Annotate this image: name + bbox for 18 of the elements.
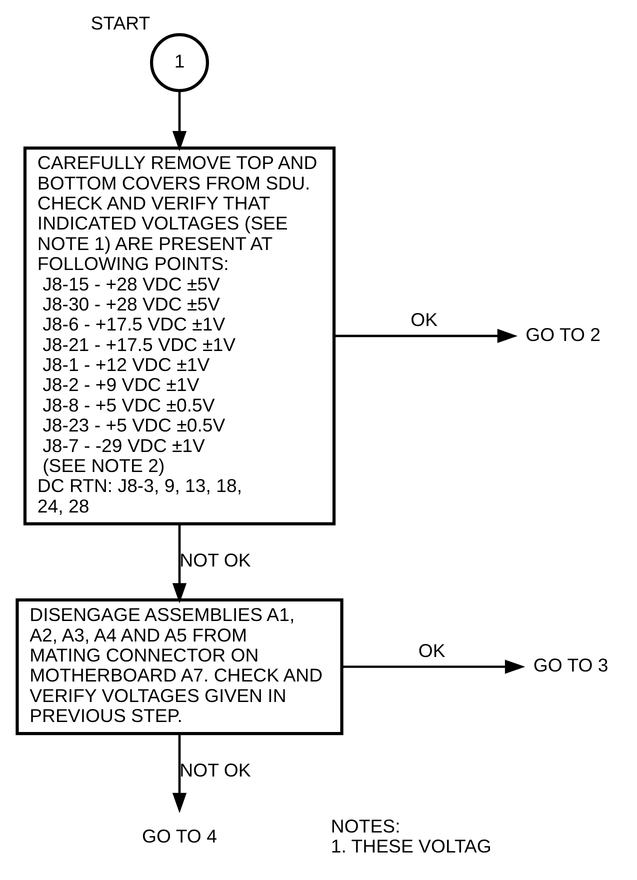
edge-label: OK [418,640,446,661]
edge-label: NOT OK [180,550,251,571]
arrow [172,524,187,604]
node-text: GO TO 4 [142,825,217,846]
node-circle: 1 [150,33,210,92]
edge-label: NOT OK [180,759,251,780]
edge-label: OK [410,309,438,330]
arrow [172,90,187,152]
arrow [172,734,187,814]
node-label: START [90,12,150,34]
node-box: CAREFULLY REMOVE TOP AND BOTTOM COVERS FROM SDU. CHECK AND VERIFY THAT INDICATED VOLTAGES (SEE NOTE 1) ARE PRESENT AT FOLLOWING POINTS: J8-15 - +28 VDC ±5V J8-30 - +28 VDC ±5V J8-6 - +17.5 VDC ±1V J8-21 - +17.5 VDC ±1V J8-1 - +12 VDC ±1V J8-2 - +9 VDC ±1V J8-8 - +5 VDC ±0.5V J8-23 - +5 VDC ±0.5V J8-7 - -29 VDC ±1V (SEE NOTE 2) DC RTN: J8-3, 9, 13, 18, 24, 28 [23,146,336,526]
arrow [342,660,526,674]
node-text: GO TO 2 [526,324,601,345]
node-box: DISENGAGE ASSEMBLIES A1, A2, A3, A4 AND A5 FROM MATING CONNECTOR ON MOTHERBOARD A7. CHECK AND VERIFY VOLTAGES GIVEN IN PREVIOUS STEP. [16,598,344,736]
node-text: GO TO 3 [533,654,608,676]
label: 1. THESE VOLTAG [330,835,492,856]
arrow [334,328,518,344]
label: NOTES: [330,815,400,836]
